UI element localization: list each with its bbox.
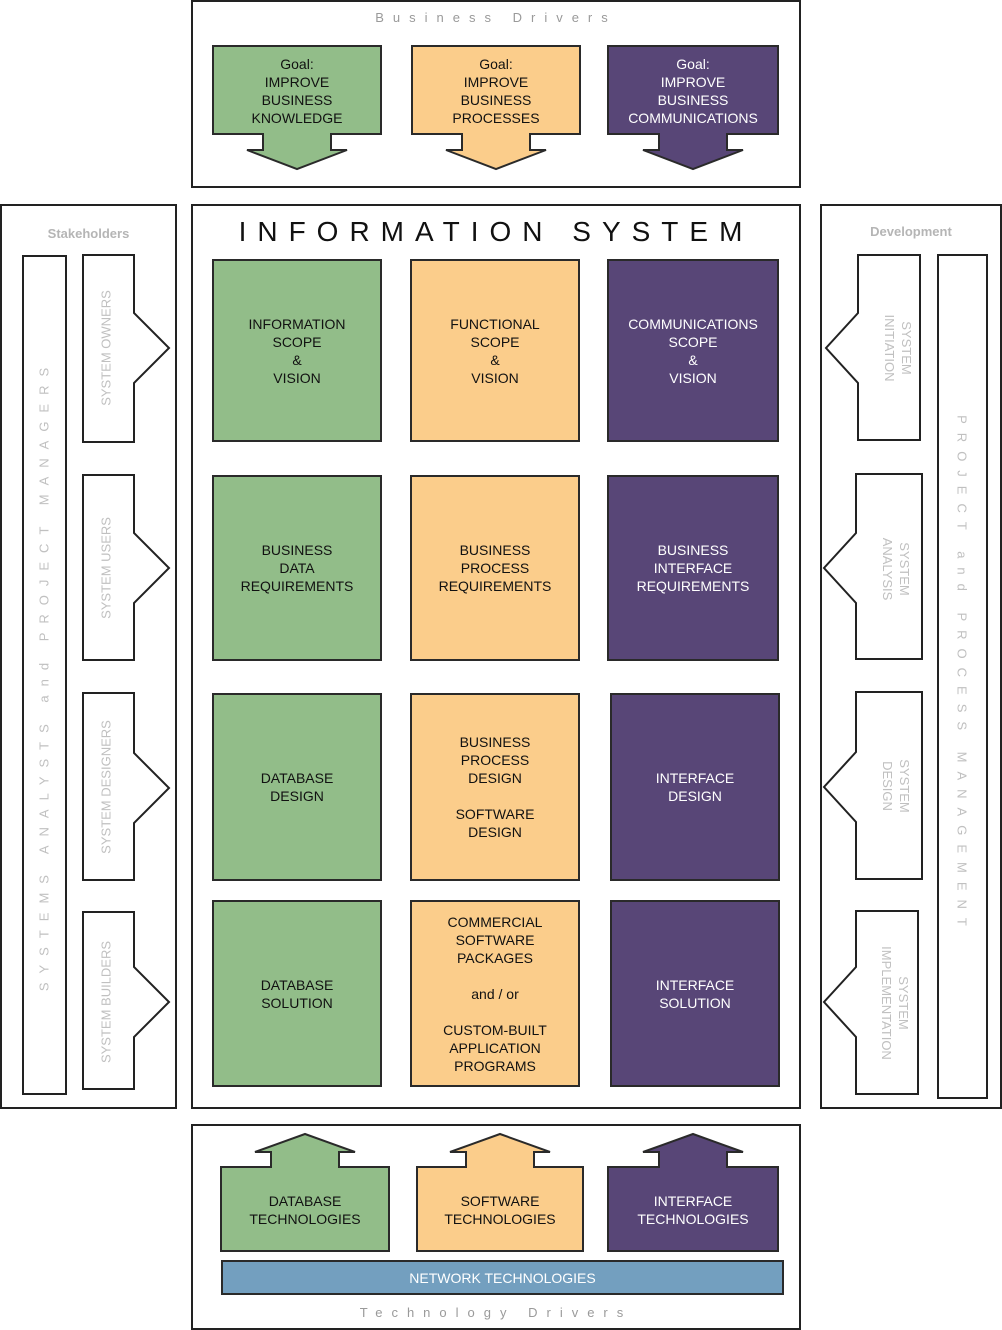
interface-solution-box: INTERFACE SOLUTION	[610, 900, 780, 1087]
goal-processes-arrow	[411, 45, 581, 171]
system-analysis-label: SYSTEM ANALYSIS	[880, 537, 912, 601]
system-users-arrow	[82, 474, 171, 661]
goal-processes-label: Goal: IMPROVE BUSINESS PROCESSES	[452, 56, 540, 126]
network-technologies-bar: NETWORK TECHNOLOGIES	[221, 1260, 784, 1295]
system-implementation-arrow	[822, 910, 919, 1095]
development-title: Development	[870, 224, 952, 239]
business-drivers-title: Business Drivers	[375, 10, 617, 25]
systems-analysts-label: SYSTEMS ANALYSTS and PROJECT MANAGERS	[36, 358, 52, 992]
stakeholders-title: Stakeholders	[47, 226, 130, 241]
interface-design-box: INTERFACE DESIGN	[610, 693, 780, 881]
system-designers-arrow	[82, 692, 171, 881]
software-technologies-label: SOFTWARE TECHNOLOGIES	[444, 1193, 556, 1227]
software-technologies-arrow	[416, 1132, 584, 1252]
system-analysis-arrow	[822, 473, 923, 660]
system-initiation-arrow	[824, 254, 921, 441]
communications-scope-box: COMMUNICATIONS SCOPE & VISION	[607, 259, 779, 442]
interface-technologies-arrow	[607, 1132, 779, 1252]
systems-analysts-bar	[22, 255, 67, 1095]
system-implementation-label: SYSTEM IMPLEMENTATION	[879, 946, 911, 1060]
database-technologies-label: DATABASE TECHNOLOGIES	[249, 1193, 361, 1227]
information-system-title: INFORMATION SYSTEM	[238, 216, 754, 247]
system-owners-label: SYSTEM OWNERS	[98, 290, 114, 406]
goal-communications-label: Goal: IMPROVE BUSINESS COMMUNICATIONS	[628, 56, 758, 126]
software-packages-box: COMMERCIAL SOFTWARE PACKAGES and / or CU…	[410, 900, 580, 1087]
process-software-design-box: BUSINESS PROCESS DESIGN SOFTWARE DESIGN	[410, 693, 580, 881]
database-design-box: DATABASE DESIGN	[212, 693, 382, 881]
database-solution-box: DATABASE SOLUTION	[212, 900, 382, 1087]
goal-knowledge-label: Goal: IMPROVE BUSINESS KNOWLEDGE	[251, 56, 343, 126]
system-builders-arrow	[82, 911, 171, 1090]
business-interface-requirements-box: BUSINESS INTERFACE REQUIREMENTS	[607, 475, 779, 661]
goal-knowledge-arrow	[212, 45, 382, 171]
system-design-arrow	[822, 691, 923, 880]
goal-communications-arrow	[607, 45, 779, 171]
system-builders-label: SYSTEM BUILDERS	[98, 940, 114, 1064]
information-scope-box: INFORMATION SCOPE & VISION	[212, 259, 382, 442]
system-designers-label: SYSTEM DESIGNERS	[98, 720, 114, 854]
system-users-label: SYSTEM USERS	[98, 517, 114, 619]
business-data-requirements-box: BUSINESS DATA REQUIREMENTS	[212, 475, 382, 661]
functional-scope-box: FUNCTIONAL SCOPE & VISION	[410, 259, 580, 442]
project-management-label: PROJECT and PROCESS MANAGEMENT	[954, 415, 970, 935]
interface-technologies-label: INTERFACE TECHNOLOGIES	[637, 1193, 749, 1227]
project-management-bar	[937, 254, 988, 1099]
system-design-label: SYSTEM DESIGN	[880, 759, 912, 813]
system-initiation-label: SYSTEM INITIATION	[882, 314, 914, 382]
system-owners-arrow	[82, 254, 171, 443]
technology-drivers-title: Technology Drivers	[359, 1305, 633, 1320]
database-technologies-arrow	[220, 1132, 390, 1252]
business-process-requirements-box: BUSINESS PROCESS REQUIREMENTS	[410, 475, 580, 661]
